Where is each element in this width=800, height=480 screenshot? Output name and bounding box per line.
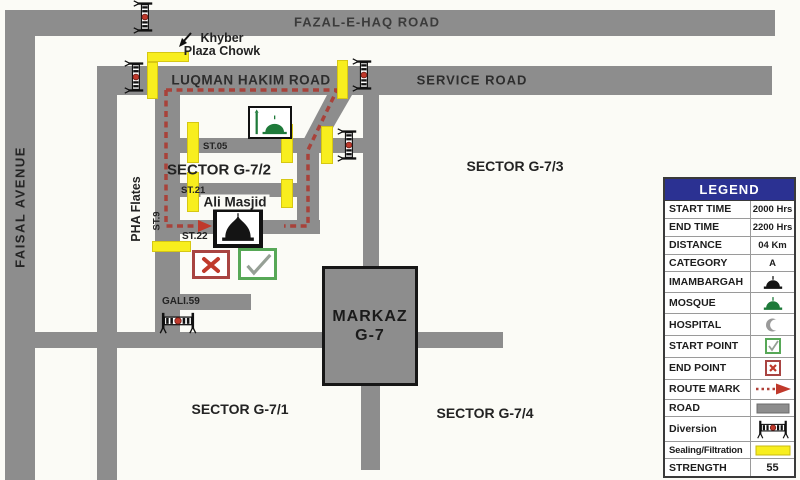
legend-value-start-time: 2000 Hrs	[752, 203, 793, 215]
road-faisal-avenue	[5, 10, 35, 480]
legend-label-sealing: Sealing/Filtration	[665, 442, 751, 459]
end-point-x-icon	[202, 256, 220, 273]
markaz-g7-block: MARKAZ G-7	[322, 266, 418, 386]
road-gali59	[155, 294, 251, 310]
legend-label-end-time: END TIME	[665, 218, 751, 236]
label-faisal-avenue: FAISAL AVENUE	[12, 146, 28, 268]
legend-label-start-point: START POINT	[665, 336, 751, 357]
legend-label-hospital: HOSPITAL	[665, 314, 751, 336]
sealing-bar-luqman	[337, 60, 348, 99]
khyber-line1: Khyber	[200, 31, 244, 45]
mosque-green-box	[248, 106, 292, 139]
legend-row-hospital: HOSPITAL	[665, 314, 794, 337]
legend-label-strength: STRENGTH	[665, 459, 751, 477]
start-point-icon	[764, 338, 781, 355]
diversion-barrier-service-icon	[352, 58, 372, 92]
legend-row-sealing: Sealing/Filtration	[665, 442, 794, 460]
legend-row-mosque: MOSQUE	[665, 293, 794, 315]
label-sector-g72: SECTOR G-7/2	[167, 161, 271, 179]
diversion-barrier-fazal-icon	[133, 0, 153, 34]
khyber-line2: Plaza Chowk	[183, 44, 261, 58]
sealing-filtration-icon	[755, 445, 790, 456]
legend-value-distance: 04 Km	[758, 239, 787, 251]
mosque-icon	[254, 109, 287, 135]
label-st05: ST.05	[203, 141, 228, 152]
legend-row-end-point: END POINT	[665, 357, 794, 380]
start-point-box	[238, 248, 277, 280]
legend-row-start-point: START POINT	[665, 336, 794, 358]
sealing-bar-st21-east	[281, 179, 293, 208]
legend-panel: LEGEND START TIME 2000 Hrs END TIME 2200…	[663, 177, 796, 478]
sealing-bar-st05-ext	[321, 126, 333, 164]
legend-value-category: A	[769, 257, 776, 269]
label-gali59: GALI.59	[162, 296, 200, 307]
legend-row-road: ROAD	[665, 399, 794, 418]
legend-row-route-mark: ROUTE MARK	[665, 379, 794, 400]
label-sector-g74: SECTOR G-7/4	[436, 405, 534, 421]
legend-row-distance: DISTANCE 04 Km	[665, 236, 794, 255]
label-st22: ST.22	[182, 231, 208, 242]
end-point-icon	[764, 360, 781, 377]
legend-row-diversion: Diversion	[665, 417, 794, 443]
ali-masjid-box	[213, 208, 263, 248]
legend-title: LEGEND	[665, 179, 794, 201]
legend-row-category: CATEGORY A	[665, 254, 794, 273]
sealing-bar-st9	[152, 241, 191, 252]
start-point-check-icon	[245, 253, 271, 276]
label-ali-masjid: Ali Masjid	[200, 194, 270, 210]
legend-value-end-time: 2200 Hrs	[752, 221, 793, 233]
road-sector-boundary-lower	[361, 386, 380, 470]
road-fazal-e-haq	[5, 10, 775, 36]
road-east-vertical	[297, 146, 319, 234]
label-khyber-plaza-chowk: Khyber Plaza Chowk	[172, 32, 272, 58]
label-pha-flates: PHA Flates	[129, 176, 143, 242]
imambargah-icon	[763, 275, 782, 289]
label-st9: ST.9	[151, 211, 163, 231]
label-service-road: SERVICE ROAD	[416, 72, 528, 88]
legend-label-distance: DISTANCE	[665, 236, 751, 254]
sealing-bar-khyber-vertical	[147, 62, 158, 99]
imambargah-mosque-icon	[222, 213, 254, 241]
diversion-barrier-st05-ext-icon	[337, 128, 357, 162]
legend-label-category: CATEGORY	[665, 254, 751, 272]
label-sector-g73: SECTOR G-7/3	[466, 158, 564, 174]
legend-label-diversion: Diversion	[665, 417, 751, 442]
diversion-barrier-st9-icon	[159, 312, 197, 334]
legend-label-end-point: END POINT	[665, 357, 751, 379]
label-fazal-e-haq-road: FAZAL-E-HAQ ROAD	[294, 14, 440, 30]
markaz-label-line1: MARKAZ	[332, 308, 408, 325]
road-pha	[97, 66, 117, 480]
label-luqman-hakim-road: LUQMAN HAKIM ROAD	[171, 72, 331, 88]
legend-label-route-mark: ROUTE MARK	[665, 379, 751, 399]
route-mark-icon	[755, 383, 791, 395]
road-sector-boundary-upper	[363, 95, 379, 267]
markaz-label-line2: G-7	[355, 327, 385, 344]
legend-row-start-time: START TIME 2000 Hrs	[665, 201, 794, 219]
legend-value-strength: 55	[766, 461, 779, 474]
road-bottom-main	[5, 332, 503, 348]
legend-label-imambargah: IMAMBARGAH	[665, 272, 751, 293]
label-sector-g71: SECTOR G-7/1	[191, 401, 289, 417]
legend-label-mosque: MOSQUE	[665, 293, 751, 314]
sealing-bar-khyber-horizontal	[147, 52, 189, 62]
road-icon	[756, 403, 789, 414]
end-point-box	[192, 250, 230, 279]
legend-label-start-time: START TIME	[665, 201, 751, 218]
legend-row-strength: STRENGTH 55	[665, 459, 794, 477]
mosque-icon	[763, 296, 782, 310]
diversion-barrier-icon	[756, 420, 789, 439]
legend-row-imambargah: IMAMBARGAH	[665, 272, 794, 294]
sealing-bar-st05-west	[187, 122, 199, 163]
hospital-crescent-icon	[765, 318, 781, 332]
diversion-barrier-luqman-west-icon	[124, 60, 144, 94]
legend-row-end-time: END TIME 2200 Hrs	[665, 218, 794, 237]
legend-label-road: ROAD	[665, 399, 751, 417]
